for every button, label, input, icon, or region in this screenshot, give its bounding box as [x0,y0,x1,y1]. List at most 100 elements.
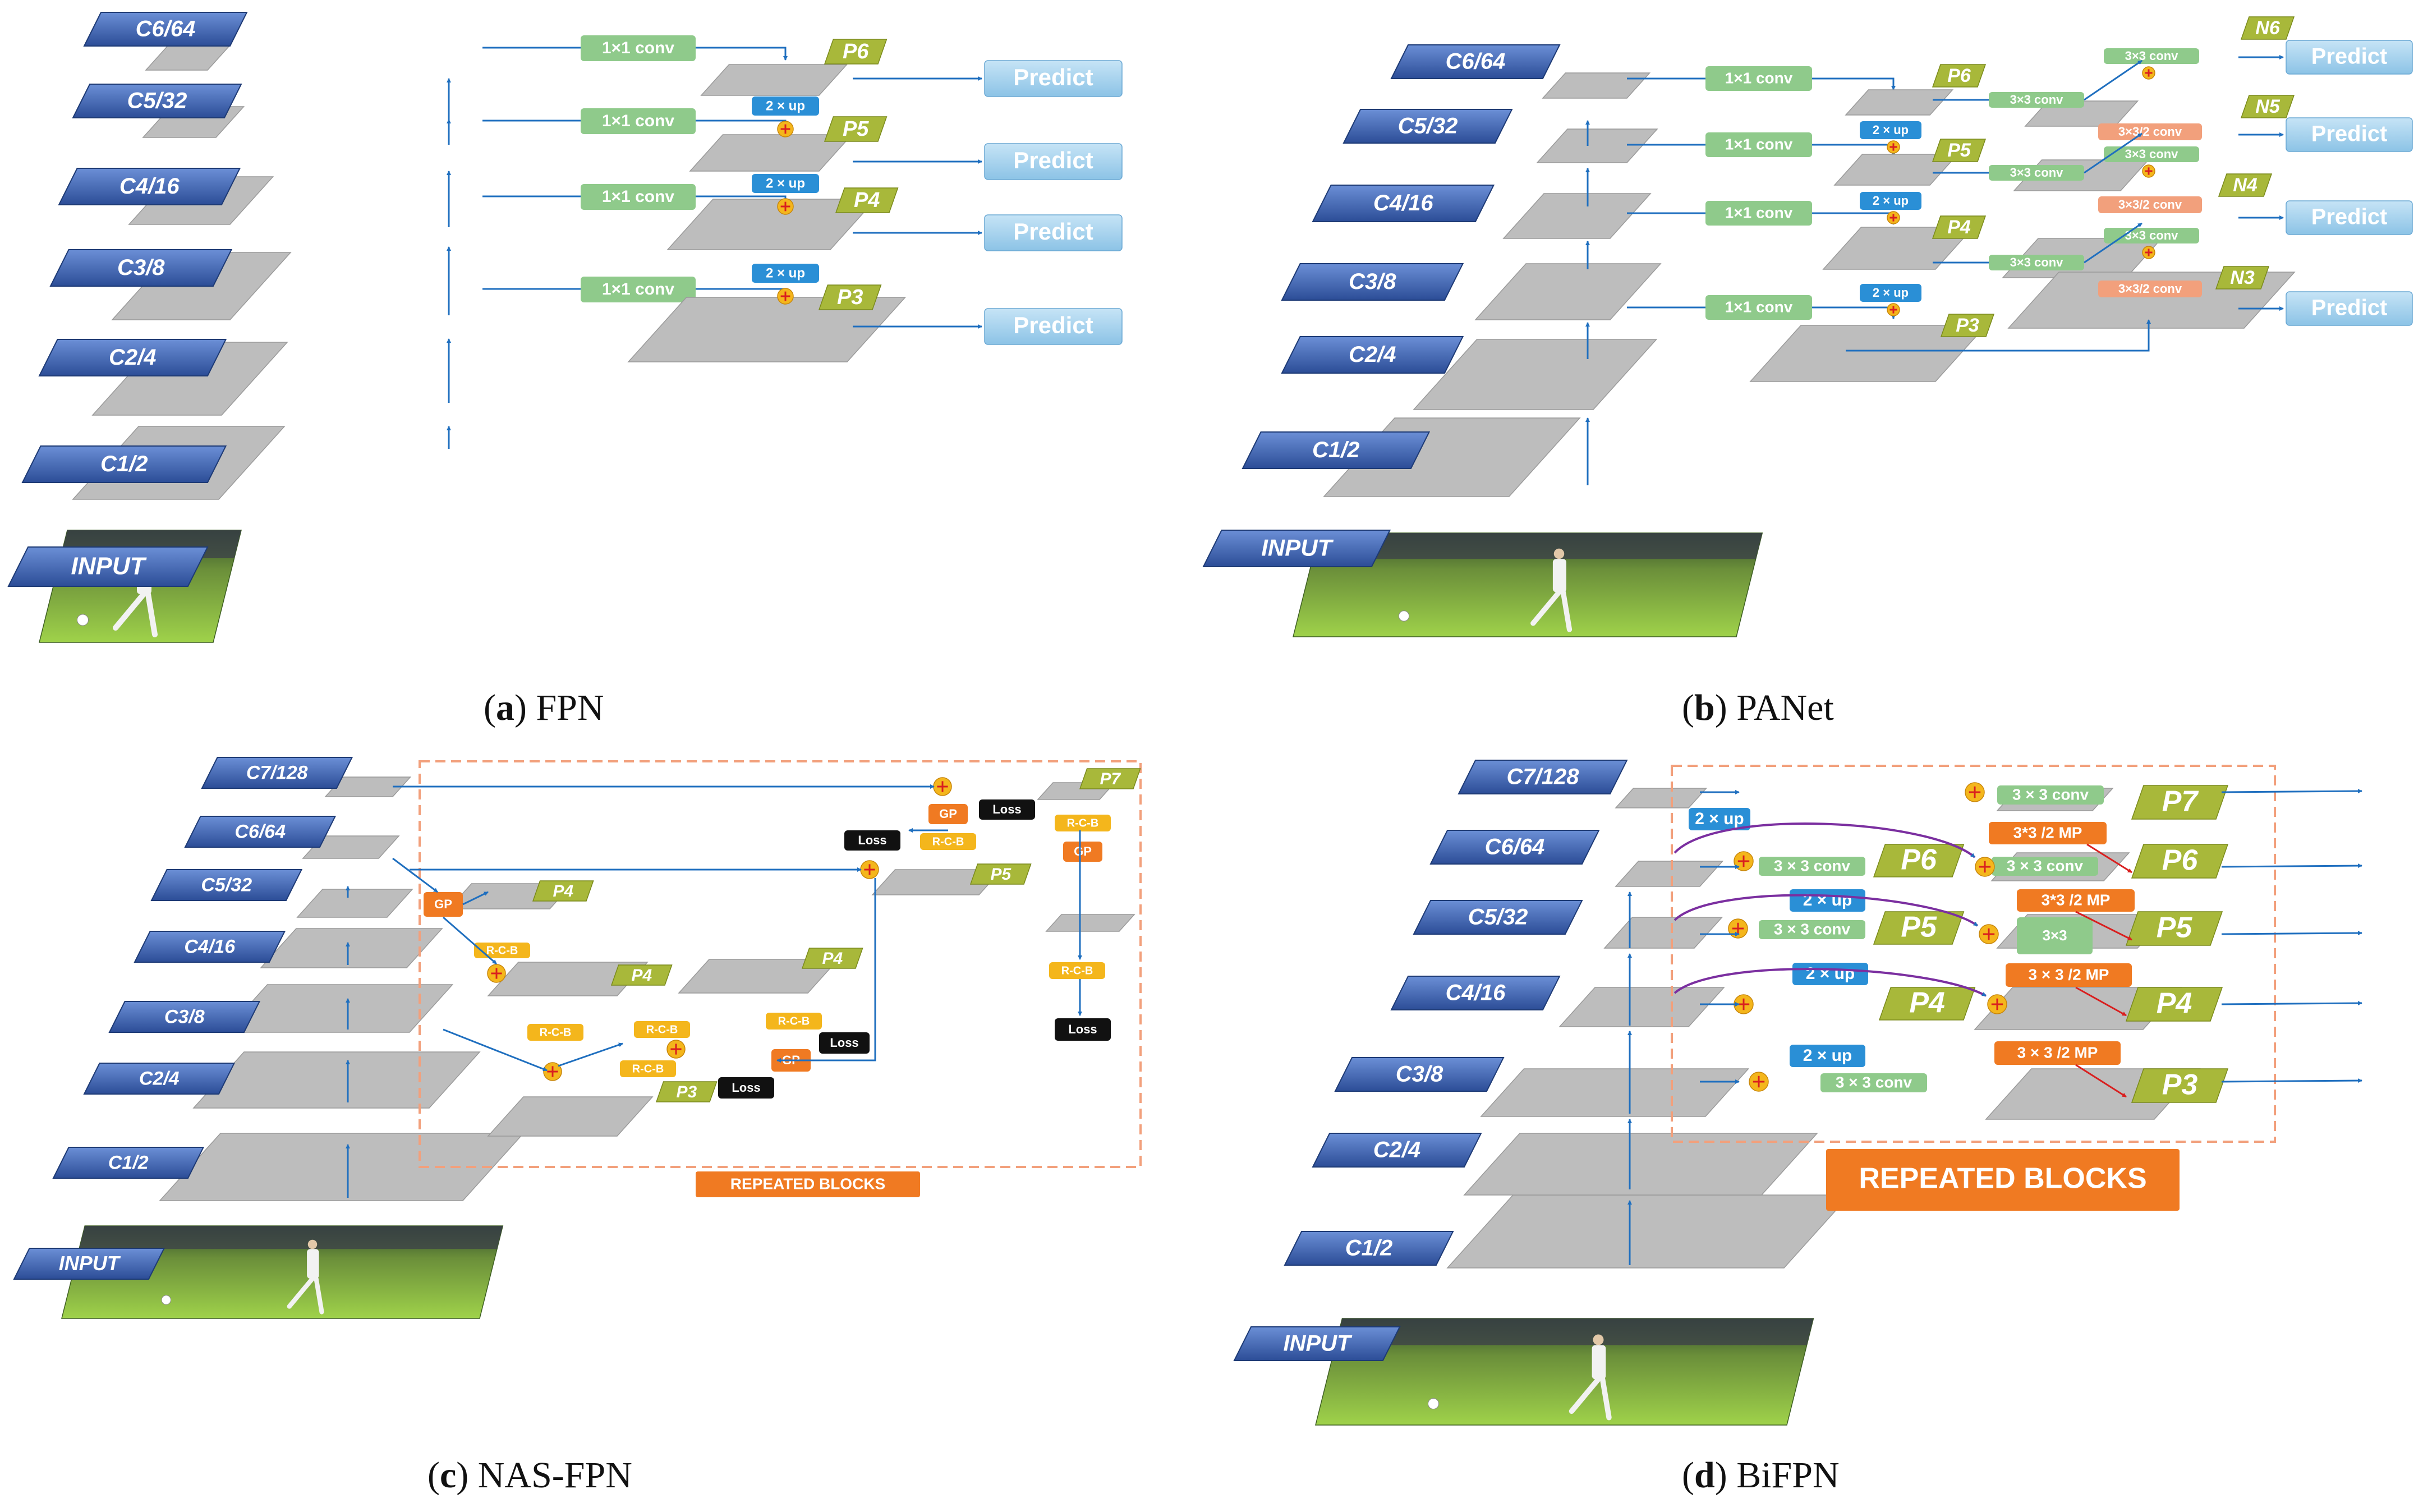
panet-input-tag [1202,530,1391,567]
nas-p4a-label: P4 [553,882,573,900]
fpn-p3-label: P3 [837,286,863,309]
bifpn-c1-label: C1/2 [1345,1236,1393,1261]
panet-p6-label: P6 [1947,65,1971,86]
fpn-c2-tag [38,339,227,376]
nas-p4c-tag [801,948,863,969]
bifpn-c7-label: C7/128 [1507,765,1580,789]
panet-c5-tag [1342,109,1513,144]
nas-c5-label: C5/32 [201,874,252,895]
panet-pn-conv-1-box [1989,165,2084,181]
nas-rcb-3-box [620,1060,676,1077]
bifpn-conv-p3-box [1820,1073,1927,1092]
caption-fpn: (a) FPN [484,687,604,728]
panet-bu-conv-2-box [2104,228,2199,243]
bifpn-p5-mid-tag [1873,911,1965,945]
fpn-p3-tag [818,284,882,310]
caption-bifpn: (d) BiFPN [1682,1455,1840,1496]
bifpn-c3-label: C3/8 [1396,1062,1443,1087]
fpn-input-image-ball [77,614,89,626]
fpn-p5-label: P5 [843,117,869,141]
bifpn-c2-label: C2/4 [1373,1138,1421,1162]
panet-input-image-player-head [1553,548,1565,559]
nas-p7b-plane [1045,914,1135,932]
nas-rcb-1-label: R-C-B [540,1026,572,1038]
bifpn-p5-tag [2125,911,2223,946]
nas-c4-plane [260,928,443,968]
nas-loss-4-label: Loss [1068,1022,1097,1036]
bifpn-up-3-box [1790,1045,1865,1067]
nas-c1-label: C1/2 [108,1152,149,1173]
panet-predict-0-box [2286,40,2413,75]
fpn-predict-3-label: Predict [1013,312,1093,338]
bifpn-c3-tag [1334,1057,1505,1092]
nas-rcb-7-label: R-C-B [1061,964,1093,977]
panet-bu-conv-0-box [2104,48,2199,64]
panet-pn-out-1 [2084,132,2142,174]
panet-bu-merge-0-plus-icon [2145,69,2153,77]
fpn-predict-2-label: Predict [1013,218,1093,245]
panet-lateral-conv-2-label: 1×1 conv [1725,204,1793,221]
bifpn-mp-3-box [1994,1041,2121,1065]
nas-c6-tag [184,816,337,848]
panet-lateral-conv-0-box [1705,66,1812,91]
nas-gp-3-box [1063,842,1102,862]
fpn-c4-tag [58,168,241,205]
panet-bottom-up-start [1846,319,2151,352]
panet-c1-tag [1242,431,1431,469]
nas-c5-tag [150,869,303,901]
fpn-predict-1-label: Predict [1013,147,1093,173]
nas-merge-1-plus-icon [547,1066,558,1077]
nas-repeated-frame [419,760,1142,1168]
nas-rcb-2-box [634,1021,690,1038]
bifpn-c1-plane [1446,1194,1851,1269]
fpn-c6-label: C6/64 [136,17,196,42]
nas-loss-3-label: Loss [992,802,1021,816]
bifpn-input-image-player-head [1593,1334,1604,1345]
nas-conn-4 [443,916,497,965]
fpn-lateral-conv-2-box [581,184,696,210]
fpn-c1-tag [21,445,227,483]
panet-pn-conv-0-label: 3×3 conv [2010,93,2064,107]
bifpn-up-0-label: 2 × up [1695,810,1744,828]
bifpn-conv-p6-box [1992,857,2098,876]
nas-input-tag [13,1248,165,1280]
panet-c5-label: C5/32 [1398,114,1458,139]
nas-loss-0-box [718,1077,774,1099]
bifpn-skip-0 [1673,822,1976,858]
bifpn-p7-label: P7 [2162,785,2199,818]
fpn-c3-label: C3/8 [117,255,165,280]
fpn-predict-0-label: Predict [1013,64,1093,90]
bifpn-mp-2-label: 3 × 3 /2 MP [2029,966,2109,983]
bifpn-input-image-crowd [1335,1318,1814,1345]
nas-p7-tag [1079,768,1141,789]
panet-p4-tag [1932,215,1987,239]
panet-input-label: INPUT [1261,535,1334,561]
panet-c4-tag [1312,185,1495,222]
nas-c3-plane [223,984,454,1033]
bifpn-conv-p7-label: 3 × 3 conv [2012,785,2089,803]
nas-p5-tag [969,863,1032,885]
panet-pn-conv-0-box [1989,92,2084,108]
panet-lateral-conv-2-box [1705,201,1812,226]
panet-lateral-conv-0-label: 1×1 conv [1725,69,1793,86]
nas-rcb-6-label: R-C-B [1067,817,1099,829]
panet-up-2-label: 2 × up [1873,286,1909,300]
panet-input-image-player-body [1552,559,1566,592]
bifpn-p6-label: P6 [2162,844,2199,877]
panet-c2-plane [1413,339,1658,410]
bifpn-input-image-player-body [1592,1345,1606,1380]
panet-c6-tag [1390,44,1561,79]
bifpn-out-3 [2221,1001,2362,1006]
nas-c2-label: C2/4 [139,1068,180,1089]
bifpn-skip-1 [1673,894,1979,927]
panet-down-conv-1-label: 3×3/2 conv [2118,197,2182,212]
fpn-predict-1-box [984,143,1123,180]
fpn-up-0-label: 2 × up [766,98,805,113]
panet-predict-2-box [2286,200,2413,235]
nas-input-image-ball [161,1295,171,1305]
bifpn-c7-plane [1615,788,1708,808]
bifpn-p3-label: P3 [2162,1069,2198,1101]
panet-lateral-conv-3-label: 1×1 conv [1725,298,1793,315]
nas-loss-2-box [844,830,900,851]
bifpn-merge-6-plus-icon [1983,928,1995,940]
